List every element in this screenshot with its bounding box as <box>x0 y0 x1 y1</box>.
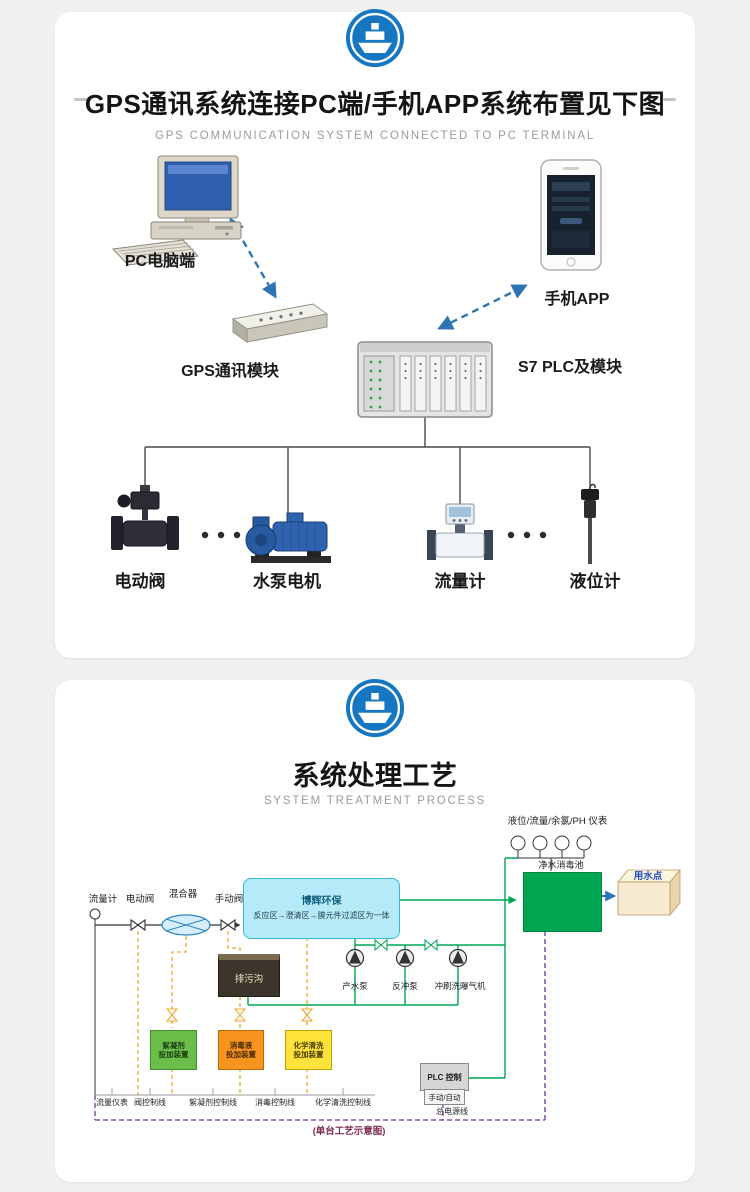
flow-meter-symbol <box>89 908 101 920</box>
flow-meter-illustration <box>427 503 493 560</box>
treatment-unit-desc: 反应区→澄清区→膜元件过滤区为一体 <box>253 910 390 920</box>
clean-tank-label: 净水消毒池 <box>538 860 584 870</box>
instruments-label: 液位/流量/余氯/PH 仪表 <box>507 816 608 827</box>
doser1-line1: 絮凝剂 <box>162 1040 185 1050</box>
pump-line-valve-symbol <box>374 938 388 952</box>
ellipsis-dots-right <box>507 531 547 539</box>
mixer-symbol <box>161 914 211 936</box>
valve-label: 电动阀 <box>114 572 166 591</box>
electric-valve-symbol <box>130 918 146 932</box>
use-point-label: 用水点 <box>633 871 663 882</box>
manual-valve-symbol <box>220 918 236 932</box>
ellipsis-dots-left <box>201 531 241 539</box>
gps-topology-diagram: PC电脑端 手机APP GPS通讯模块 S7 PLC及模块 电动阀 水泵电机 流… <box>55 152 695 658</box>
pc-label: PC电脑端 <box>124 253 196 270</box>
use-point-cube <box>617 868 681 917</box>
phone-label: 手机APP <box>544 291 610 308</box>
legend-baseline <box>95 1088 375 1096</box>
gps-module-illustration <box>231 303 329 343</box>
legend-chemwash-line: 化学清洗控制线 <box>315 1098 371 1107</box>
disinfectant-doser-box: 消毒液 投加装置 <box>218 1030 264 1070</box>
process-graphics <box>89 835 681 1121</box>
backwash-pump-label: 反冲泵 <box>392 981 418 991</box>
dosing-valve-symbol <box>300 1008 314 1022</box>
chemical-wash-doser-box: 化学清洗 投加装置 <box>285 1030 332 1070</box>
legend-flocculant-line: 絮凝剂控制线 <box>189 1098 237 1107</box>
diagram-caption: (单台工艺示意图) <box>312 1126 386 1137</box>
doser3-line2: 投加装置 <box>293 1050 324 1059</box>
card2-title: 系统处理工艺 <box>292 761 458 791</box>
drain-box: 排污沟 <box>218 954 280 997</box>
topology-graphics <box>111 155 602 564</box>
dosing-valve-symbol <box>233 1008 247 1022</box>
pc-illustration <box>111 155 242 266</box>
card1-title: GPS通讯系统连接PC端/手机APP系统布置见下图 <box>84 89 666 119</box>
water-pump-illustration <box>245 512 331 563</box>
power-lines <box>94 932 546 1121</box>
pump-symbols <box>345 948 468 968</box>
doser1-line2: 投加装置 <box>158 1050 189 1059</box>
pump-label: 水泵电机 <box>253 572 321 591</box>
clean-water-tank-box <box>523 872 602 932</box>
plc-phone-link-arrow <box>437 284 528 330</box>
mixer-label: 混合器 <box>168 889 198 900</box>
gps-system-card: GPS通讯系统连接PC端/手机APP系统布置见下图 GPS COMMUNICAT… <box>55 8 695 658</box>
manual-valve-label: 手动阀 <box>214 894 244 905</box>
treatment-unit-brand: 博辉环保 <box>301 896 342 908</box>
doser2-line1: 消毒液 <box>229 1040 253 1050</box>
plc-mode-box: 手动/自动 <box>424 1089 465 1105</box>
legend-disinfect-line: 消毒控制线 <box>255 1098 295 1107</box>
process-card: 系统处理工艺 SYSTEM TREATMENT PROCESS <box>55 678 695 1182</box>
dosing-lines <box>137 931 308 1095</box>
doser3-line1: 化学清洗 <box>293 1040 324 1050</box>
level-meter-label: 液位计 <box>569 572 621 591</box>
product-pump-label: 产水泵 <box>342 981 368 991</box>
process-diagram: 博辉环保 反应区→澄清区→膜元件过滤区为一体 排污沟 絮凝剂 投加装置 消毒液 … <box>65 810 685 1175</box>
plc-illustration <box>357 341 493 418</box>
phone-illustration <box>540 159 602 271</box>
drain-label: 排污沟 <box>234 974 264 985</box>
pump-line-valve-symbol <box>424 938 438 952</box>
card2-subtitle: SYSTEM TREATMENT PROCESS <box>263 795 487 807</box>
doser2-line2: 投加装置 <box>226 1050 256 1059</box>
electric-valve-label: 电动阀 <box>125 894 155 905</box>
flocculant-doser-box: 絮凝剂 投加装置 <box>150 1030 197 1070</box>
power-line-label: 总电源线 <box>436 1107 468 1116</box>
title-dash-left <box>74 98 87 101</box>
card1-subtitle: GPS COMMUNICATION SYSTEM CONNECTED TO PC… <box>154 130 596 142</box>
instrument-sensors <box>510 835 592 871</box>
title-dash-right <box>663 98 676 101</box>
gps-module-label: GPS通讯模块 <box>181 363 279 380</box>
water-lines <box>247 857 518 1079</box>
plc-label: S7 PLC及模块 <box>517 359 623 376</box>
legend-flow-instrument: 流量仪表 <box>96 1098 128 1107</box>
brand-badge <box>345 678 405 738</box>
brand-badge <box>345 8 405 68</box>
legend-valve-line: 阀控制线 <box>134 1098 166 1107</box>
electric-valve-illustration <box>111 485 179 550</box>
flow-meter-label: 流量计 <box>434 572 486 591</box>
flow-meter-label: 流量计 <box>88 894 118 905</box>
dosing-valve-symbol <box>165 1008 179 1022</box>
plc-control-box: PLC 控制 <box>420 1063 469 1091</box>
aerator-label: 冲刷洗曝气机 <box>434 981 486 991</box>
level-meter-illustration <box>581 483 599 564</box>
ship-icon <box>345 678 405 738</box>
treatment-unit-box: 博辉环保 反应区→澄清区→膜元件过滤区为一体 <box>243 878 400 939</box>
wiring-lines <box>144 417 591 514</box>
ship-icon <box>345 8 405 68</box>
